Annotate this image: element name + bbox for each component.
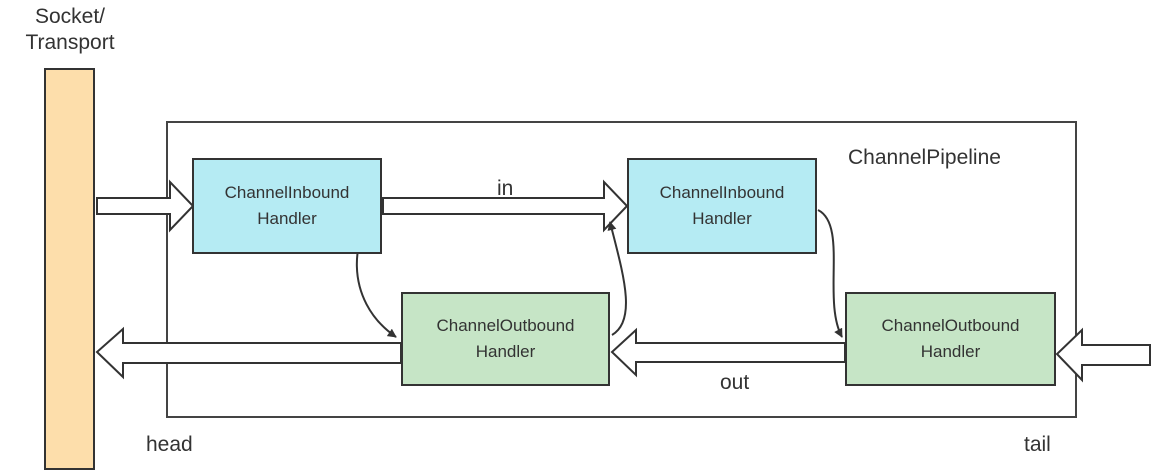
block-arrow-out xyxy=(610,327,846,378)
socket-label-line-1: Socket/ xyxy=(34,5,106,28)
socket-transport-label: Socket/ Transport xyxy=(0,4,140,56)
channel-outbound-handler-1: ChannelOutbound Handler xyxy=(401,292,610,386)
handler-label-line-1: ChannelOutbound xyxy=(436,316,575,335)
channel-pipeline-label: ChannelPipeline xyxy=(848,146,1001,169)
block-arrow-out-of-pipeline xyxy=(95,326,402,380)
channel-outbound-handler-2: ChannelOutbound Handler xyxy=(845,292,1056,386)
tail-label: tail xyxy=(1024,433,1051,456)
socket-label-line-2: Transport xyxy=(25,31,115,54)
handler-label-line-1: ChannelInbound xyxy=(659,183,785,202)
channel-pipeline-container xyxy=(166,121,1077,418)
handler-label-line-2: Handler xyxy=(920,342,981,361)
handler-label-line-2: Handler xyxy=(475,342,536,361)
channel-inbound-handler-2: ChannelInbound Handler xyxy=(627,158,817,254)
curve-inbound2-to-outbound2 xyxy=(817,209,843,338)
head-label: head xyxy=(146,433,193,456)
socket-transport-bar xyxy=(44,68,95,470)
block-arrow-into-pipeline xyxy=(96,179,195,233)
curve-outbound1-to-inbound2 xyxy=(607,221,627,336)
block-arrow-in xyxy=(382,179,629,233)
block-arrow-from-tail xyxy=(1055,327,1151,383)
in-direction-label: in xyxy=(497,177,514,200)
out-direction-label: out xyxy=(720,371,750,394)
handler-label-line-2: Handler xyxy=(692,209,752,228)
channel-inbound-handler-1: ChannelInbound Handler xyxy=(192,158,382,254)
handler-label-line-1: ChannelInbound xyxy=(224,183,350,202)
handler-label-line-1: ChannelOutbound xyxy=(881,316,1020,335)
handler-label-line-2: Handler xyxy=(257,209,317,228)
